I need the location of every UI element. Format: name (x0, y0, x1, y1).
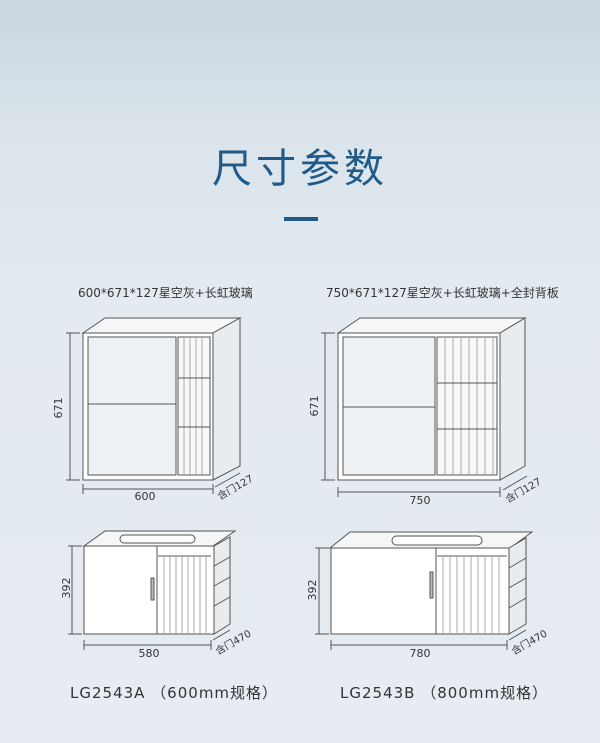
mirror-b-depth: 含门127 (503, 475, 543, 506)
mirror-cabinet-a (66, 317, 242, 494)
mirror-cabinet-b (321, 317, 528, 497)
mirror-a-width: 600 (135, 490, 156, 503)
title-divider (284, 217, 318, 221)
vanity-b-width: 780 (410, 647, 431, 660)
mirror-b-height: 671 (308, 396, 321, 417)
spec-label-a: 600*671*127星空灰+长虹玻璃 (78, 286, 253, 300)
vanity-cabinet-b (315, 531, 534, 650)
spec-label-b: 750*671*127星空灰+长虹玻璃+全封背板 (326, 286, 559, 300)
vanity-b-height: 392 (306, 580, 319, 601)
vanity-b-depth: 含门470 (509, 627, 549, 658)
mirror-b-width: 750 (410, 494, 431, 507)
model-label-b: LG2543B （800mm规格） (340, 684, 549, 702)
vanity-a-height: 392 (60, 578, 73, 599)
page-title: 尺寸参数 (212, 146, 388, 192)
vanity-cabinet-a (68, 530, 237, 650)
mirror-a-depth: 含门127 (215, 472, 255, 503)
mirror-a-height: 671 (52, 398, 65, 419)
model-label-a: LG2543A （600mm规格） (70, 684, 279, 702)
vanity-a-width: 580 (139, 647, 160, 660)
